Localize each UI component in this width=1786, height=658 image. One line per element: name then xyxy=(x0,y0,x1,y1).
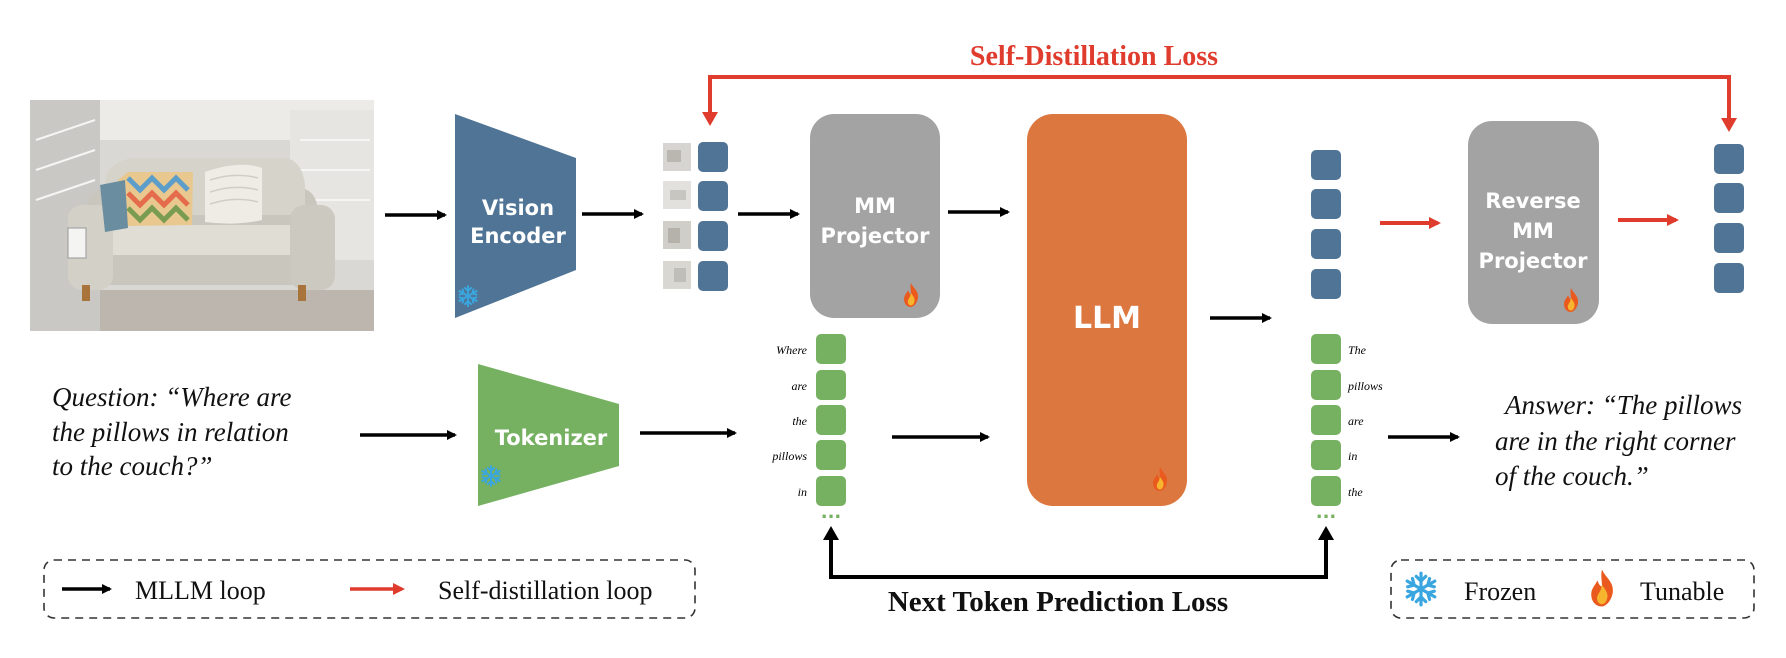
output-token-label: pillows xyxy=(1347,379,1383,393)
llm-block: LLM xyxy=(1027,114,1187,506)
input-token-ellipsis: ... xyxy=(821,502,842,523)
self-distillation-arrowhead-left xyxy=(702,112,718,126)
llm-label: LLM xyxy=(1073,301,1141,336)
answer-text: Answer: “The pillows are in the right co… xyxy=(1495,390,1742,491)
output-token-label: are xyxy=(1348,414,1364,428)
snowflake-icon xyxy=(1405,571,1437,607)
fire-icon xyxy=(1591,569,1613,607)
self-distillation-arrows xyxy=(708,75,1731,229)
input-text-tokens: Where are the pillows in ... xyxy=(771,334,846,523)
input-token-label: are xyxy=(791,379,807,393)
output-visual-tokens xyxy=(1311,150,1341,299)
answer-line-2: are in the right corner xyxy=(1495,426,1736,456)
output-token-label: The xyxy=(1348,343,1367,357)
mm-projector-label-line2: Projector xyxy=(821,224,931,248)
legend-frozen: Frozen xyxy=(1464,577,1536,606)
question-line-2: the pillows in relation xyxy=(52,417,289,447)
input-token-label: in xyxy=(798,485,807,499)
question-text: Question: “Where are the pillows in rela… xyxy=(52,382,291,481)
tokenizer-label: Tokenizer xyxy=(495,426,608,450)
tokenizer: Tokenizer xyxy=(478,364,619,506)
image-patches xyxy=(663,143,691,289)
param-legend: Frozen Tunable xyxy=(1390,559,1755,619)
reverse-projector-label-line1: Reverse xyxy=(1485,189,1580,213)
next-token-loss-bracket xyxy=(823,526,1334,579)
mm-projector: MM Projector xyxy=(810,114,940,318)
input-token-label: pillows xyxy=(771,449,807,463)
loop-legend: MLLM loop Self-distillation loop xyxy=(43,559,696,619)
output-token-ellipsis: ... xyxy=(1316,502,1337,523)
input-image xyxy=(30,100,374,331)
vision-encoder: Vision Encoder xyxy=(455,114,576,318)
reverse-mm-projector: Reverse MM Projector xyxy=(1468,121,1599,324)
visual-tokens xyxy=(698,142,728,291)
question-line-3: to the couch?” xyxy=(52,451,212,481)
legend-tunable: Tunable xyxy=(1640,577,1724,606)
next-token-loss-label: Next Token Prediction Loss xyxy=(888,586,1228,618)
reverse-projector-label-line3: Projector xyxy=(1479,249,1589,273)
vision-encoder-label-line1: Vision xyxy=(482,196,554,220)
question-line-1: Question: “Where are xyxy=(52,382,291,412)
output-token-label: in xyxy=(1348,449,1357,463)
input-token-label: the xyxy=(792,414,807,428)
legend-mllm-loop: MLLM loop xyxy=(135,576,266,605)
output-text-tokens: The pillows are in the ... xyxy=(1311,334,1383,523)
self-distillation-loss-label: Self-Distillation Loss xyxy=(970,41,1218,72)
mllm-arrows xyxy=(360,207,1460,442)
self-distillation-arrowhead-right xyxy=(1721,118,1737,132)
reconstructed-visual-tokens xyxy=(1714,144,1744,293)
answer-line-3: of the couch.” xyxy=(1495,461,1649,491)
legend-self-distill-loop: Self-distillation loop xyxy=(438,576,653,605)
mm-projector-label-line1: MM xyxy=(854,194,896,218)
reverse-projector-label-line2: MM xyxy=(1512,219,1554,243)
answer-line-1: Answer: “The pillows xyxy=(1503,390,1742,420)
output-token-label: the xyxy=(1348,485,1363,499)
vision-encoder-label-line2: Encoder xyxy=(470,224,566,248)
input-token-label: Where xyxy=(776,343,808,357)
